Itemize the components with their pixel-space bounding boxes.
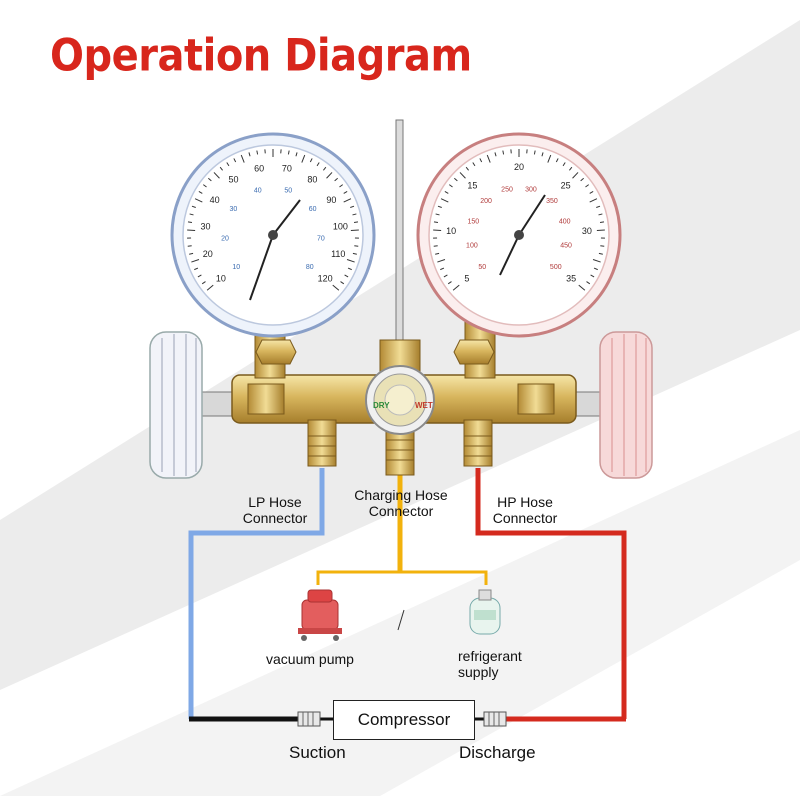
- lp-gauge-inner-number: 40: [254, 187, 262, 194]
- discharge-label: Discharge: [459, 743, 536, 763]
- lp-gauge-inner-number: 80: [306, 264, 314, 271]
- lp-gauge: 10 20 30 40 50 60 70 80 90 100 110 120 10 20 30 40 50 60 7…: [172, 134, 374, 336]
- hp-gauge-outer-number: 25: [561, 181, 571, 191]
- hp-gauge-inner-number: 150: [467, 218, 479, 225]
- lp-gauge-inner-number: 30: [229, 206, 237, 213]
- charging-branch: [318, 572, 486, 585]
- hp-hose-label: HP Hose Connector: [480, 494, 570, 526]
- charging-hose-label: Charging Hose Connector: [342, 487, 460, 519]
- lp-gauge-outer-number: 50: [229, 175, 239, 185]
- lp-gauge-tick: [188, 246, 192, 247]
- lp-gauge-tick: [354, 246, 358, 247]
- refrigerant-supply-label-line1: refrigerant: [458, 648, 522, 664]
- lp-hose-label-line2: Connector: [230, 510, 320, 526]
- compressor-label: Compressor: [358, 710, 451, 729]
- hp-gauge: 5 10 15 20 25 30 35 50 100 150 200 250 300 350 400 450 5…: [418, 134, 620, 336]
- hp-gauge-tick: [434, 222, 438, 223]
- vacuum-pump-icon: [298, 590, 342, 641]
- hp-gauge-inner-number: 500: [550, 264, 562, 271]
- hp-gauge-tick: [434, 246, 438, 247]
- hp-gauge-outer-number: 30: [582, 226, 592, 236]
- charging-hose-label-line2: Connector: [342, 503, 460, 519]
- lp-gauge-outer-number: 10: [216, 274, 226, 284]
- lp-hose-label-line1: LP Hose: [230, 494, 320, 510]
- hp-gauge-inner-number: 100: [466, 242, 478, 249]
- hp-hose-label-line1: HP Hose: [480, 494, 570, 510]
- lp-gauge-outer-number: 80: [307, 175, 317, 185]
- hp-gauge-tick: [600, 246, 604, 247]
- hp-hose-label-line2: Connector: [480, 510, 570, 526]
- lp-gauge-inner-number: 20: [221, 235, 229, 242]
- hp-gauge-inner-number: 250: [501, 187, 513, 194]
- hp-gauge-inner-number: 450: [560, 242, 572, 249]
- sight-glass-wet: WET: [415, 401, 433, 410]
- discharge-fitting: [484, 712, 506, 726]
- lp-gauge-outer-number: 20: [203, 249, 213, 259]
- sight-glass-dry: DRY: [373, 401, 390, 410]
- lp-gauge-inner-number: 10: [232, 264, 240, 271]
- hp-gauge-outer-number: 15: [467, 181, 477, 191]
- lp-gauge-inner-number: 60: [309, 206, 317, 213]
- lp-gauge-tick: [354, 222, 358, 223]
- lp-gauge-outer-number: 40: [210, 195, 220, 205]
- refrigerant-supply-label-line2: supply: [458, 664, 522, 680]
- thermometer-probe: [396, 120, 403, 360]
- suction-label: Suction: [289, 743, 346, 763]
- lp-gauge-outer-number: 90: [326, 195, 336, 205]
- hp-gauge-inner-number: 400: [559, 218, 571, 225]
- hp-gauge-inner-number: 350: [546, 198, 558, 205]
- sight-glass: DRY WET: [366, 366, 434, 434]
- hp-gauge-outer-number: 10: [446, 226, 456, 236]
- lp-gauge-outer-number: 110: [331, 249, 345, 259]
- vacuum-pump-label: vacuum pump: [266, 651, 354, 667]
- hp-gauge-inner-number: 300: [525, 187, 537, 194]
- suction-fitting: [298, 712, 320, 726]
- lp-gauge-inner-number: 50: [284, 187, 292, 194]
- hp-gauge-inner-number: 200: [480, 198, 492, 205]
- charging-hose-label-line1: Charging Hose: [342, 487, 460, 503]
- lp-gauge-inner-number: 70: [317, 235, 325, 242]
- lp-gauge-outer-number: 70: [282, 163, 292, 173]
- hp-gauge-outer-number: 35: [566, 274, 576, 284]
- hp-gauge-outer-number: 20: [514, 162, 524, 172]
- lp-gauge-tick: [188, 222, 192, 223]
- lp-hose-label: LP Hose Connector: [230, 494, 320, 526]
- hp-gauge-outer-number: 5: [464, 274, 469, 284]
- page-title: Operation Diagram: [50, 30, 472, 82]
- compressor-box: Compressor: [333, 700, 475, 740]
- lp-gauge-outer-number: 30: [201, 221, 211, 231]
- refrigerant-supply-label: refrigerant supply: [458, 648, 522, 680]
- hp-gauge-tick: [600, 222, 604, 223]
- lp-gauge-outer-number: 120: [318, 274, 333, 284]
- hp-gauge-inner-number: 50: [478, 264, 486, 271]
- lp-gauge-outer-number: 60: [254, 163, 264, 173]
- lp-gauge-outer-number: 100: [333, 221, 348, 231]
